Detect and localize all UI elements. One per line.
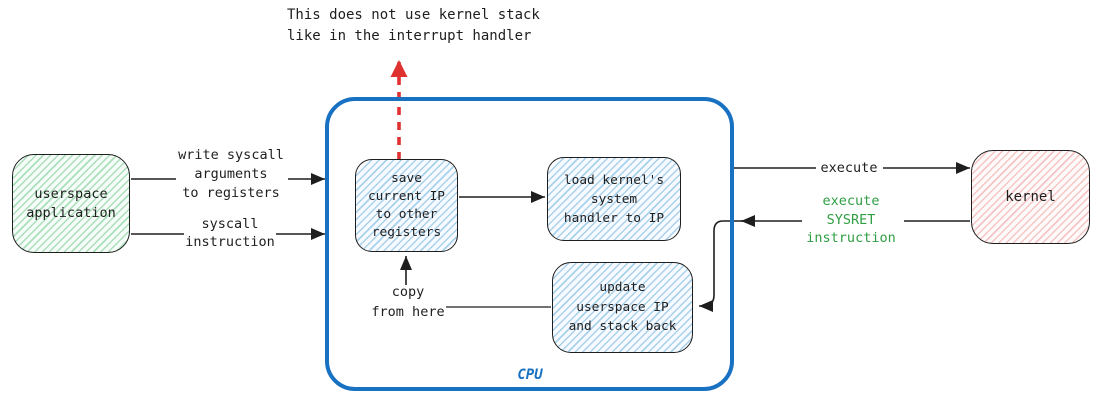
load-kernel-handler-label: load kernel's system handler to IP <box>563 172 665 226</box>
arrow-sysret <box>699 215 970 312</box>
kernel-label: kernel <box>1005 188 1056 205</box>
update-userspace-ip-label: update userspace IP and stack back <box>568 280 677 335</box>
execute-label: execute <box>820 160 878 176</box>
cpu-container <box>325 97 734 391</box>
update-userspace-ip-node: update userspace IP and stack back <box>552 262 693 353</box>
cpu-label: CPU <box>517 367 543 383</box>
userspace-application-label: userspace application <box>26 185 116 221</box>
write-syscall-arguments-label: write syscall arguments to registers <box>178 147 284 201</box>
syscall-instruction-label: syscall instruction <box>185 216 275 250</box>
userspace-application-node: userspace application <box>12 154 130 253</box>
copy-from-here-label: copy from here <box>371 284 445 320</box>
load-kernel-handler-node: load kernel's system handler to IP <box>547 157 681 241</box>
save-current-ip-node: save current IP to other registers <box>355 159 458 252</box>
kernel-node: kernel <box>971 150 1090 244</box>
save-current-ip-label: save current IP to other registers <box>367 170 446 240</box>
kernel-stack-note: This does not use kernel stack like in t… <box>287 7 540 44</box>
execute-sysret-label: execute SYSRET instruction <box>806 193 896 246</box>
